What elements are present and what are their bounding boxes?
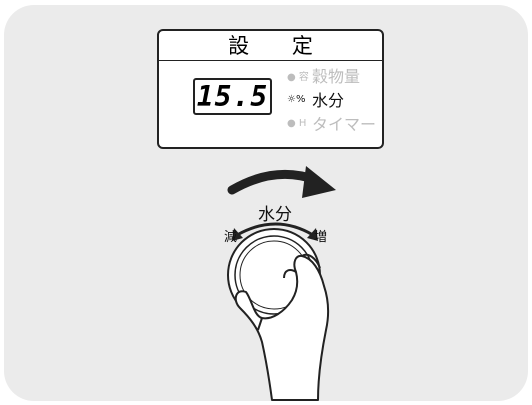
mode-label: 水分 xyxy=(312,91,345,110)
mode-indicator-icon: ● H xyxy=(287,117,307,129)
mode-moisture[interactable]: ☼% 水分 xyxy=(287,88,344,110)
mode-indicator-icon: ● 容 xyxy=(287,71,309,83)
mode-timer[interactable]: ● H タイマー xyxy=(287,112,376,134)
lcd-display: 15.5 xyxy=(193,78,272,115)
clockwise-arrow-icon xyxy=(227,166,336,198)
mode-label: タイマー xyxy=(312,115,377,134)
panel-title: 設 定 xyxy=(159,31,382,61)
mode-label: 穀物量 xyxy=(312,67,361,86)
increase-label: 増 xyxy=(314,230,328,245)
dial-range-arc-icon xyxy=(232,222,318,241)
mode-grain-amount[interactable]: ● 容 穀物量 xyxy=(287,64,360,86)
hand-icon xyxy=(234,253,330,401)
dial-label: 水分 xyxy=(258,205,292,225)
decrease-label: 減 xyxy=(224,230,238,245)
mode-indicator-icon: ☼% xyxy=(287,93,306,105)
